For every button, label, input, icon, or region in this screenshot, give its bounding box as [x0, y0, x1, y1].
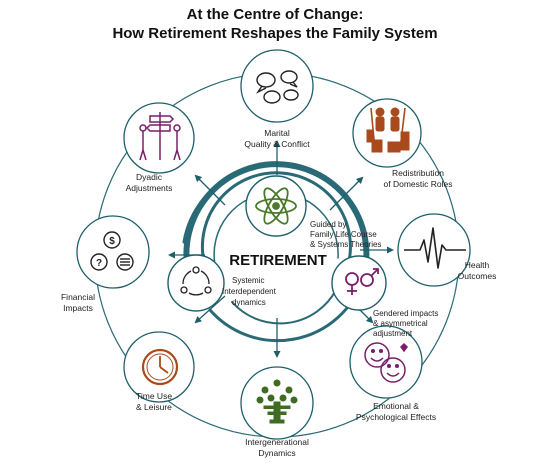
atom-icon	[255, 187, 297, 225]
label-domestic-1: Redistribution	[392, 168, 444, 178]
node-dyadic: Dyadic Adjustments	[123, 102, 195, 193]
label-theory-1: Guided by	[310, 220, 346, 229]
label-marital-1: Marital	[264, 128, 290, 138]
node-gendered-circle	[331, 255, 387, 311]
label-intergen-2: Dynamics	[258, 448, 295, 458]
money-question-icon	[90, 231, 134, 271]
label-intergen-1: Intergenerational	[245, 437, 309, 447]
node-theory: Guided by Family Life Course & Systems T…	[245, 175, 381, 249]
family-tree-icon	[256, 379, 298, 424]
question-symbol: ?	[96, 258, 102, 269]
label-financial-1: Financial	[61, 292, 95, 302]
label-systemic-3: dynamics	[232, 298, 266, 307]
label-domestic-2: of Domestic Roles	[384, 179, 453, 189]
node-marital: Marital Quality & Conflict	[240, 49, 314, 149]
speech-bubbles-icon	[255, 70, 299, 104]
label-systemic-1: Systemic	[232, 276, 264, 285]
label-gendered-2: & asymmetrical	[373, 319, 428, 328]
node-financial: $ ? Financial Impacts	[61, 215, 150, 313]
node-dyadic-circle	[123, 102, 195, 174]
node-time: Time Use & Leisure	[123, 331, 195, 412]
node-time-circle	[123, 331, 195, 403]
node-health: Health Outcomes	[397, 213, 497, 287]
label-health-2: Outcomes	[458, 271, 497, 281]
node-marital-circle	[240, 49, 314, 123]
label-emotional-2: Psychological Effects	[356, 412, 436, 422]
node-domestic-circle	[352, 98, 422, 168]
node-domestic: Redistribution of Domestic Roles	[352, 98, 453, 189]
label-gendered-3: adjustment	[373, 329, 413, 338]
central-rings	[182, 161, 370, 343]
dollar-symbol: $	[109, 236, 115, 247]
node-emotional: Emotional & Psychological Effects	[349, 325, 436, 422]
network-cycle-icon	[180, 266, 212, 296]
household-chores-icon	[366, 107, 410, 153]
label-time-1: Time Use	[136, 391, 172, 401]
clock-icon	[141, 348, 179, 386]
node-health-circle	[397, 213, 471, 287]
label-health-1: Health	[465, 260, 490, 270]
couple-signpost-icon	[139, 112, 181, 161]
faces-icon	[364, 342, 408, 383]
title-line-2: How Retirement Reshapes the Family Syste…	[112, 25, 437, 42]
label-systemic-2: Interdependent	[222, 287, 277, 296]
node-financial-circle	[76, 215, 150, 289]
label-time-2: & Leisure	[136, 402, 172, 412]
heartbeat-icon	[404, 227, 466, 269]
label-marital-2: Quality & Conflict	[244, 139, 310, 149]
title-line-1: At the Centre of Change:	[187, 6, 364, 23]
label-financial-2: Impacts	[63, 303, 93, 313]
label-gendered-1: Gendered impacts	[373, 309, 438, 318]
node-intergen: Intergenerational Dynamics	[240, 366, 314, 458]
label-dyadic-2: Adjustments	[126, 183, 173, 193]
node-gendered: Gendered impacts & asymmetrical adjustme…	[331, 255, 438, 338]
gender-symbols-icon	[345, 268, 379, 295]
node-systemic-circle	[167, 254, 225, 312]
label-theory-3: & Systems Theories	[310, 240, 381, 249]
label-theory-2: Family Life Course	[310, 230, 377, 239]
retirement-label: RETIREMENT	[229, 252, 327, 269]
label-emotional-1: Emotional &	[373, 401, 419, 411]
label-dyadic-1: Dyadic	[136, 172, 163, 182]
node-systemic: Systemic Interdependent dynamics	[167, 254, 277, 312]
